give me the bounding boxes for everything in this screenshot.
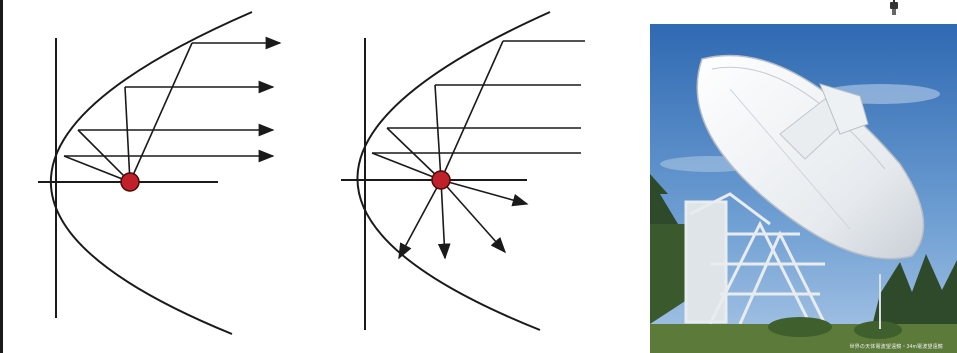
focus-point [121,173,139,191]
scatter-ray-2 [441,180,505,252]
parallel-rays [372,41,585,180]
parabola-curve [51,12,252,334]
ray-in-2 [125,87,130,182]
ray-in-3 [387,128,441,180]
plug-icon [887,0,901,18]
ray-in-4 [64,156,130,182]
ray-in-4 [372,153,441,180]
scattered-rays [399,180,527,258]
parabola-diagram-focus [30,0,300,353]
parabola-diagram-offfocus [335,0,625,353]
ray-in-1 [130,43,192,182]
shrub [854,321,902,339]
scatter-ray-3 [441,180,445,258]
scatter-ray-4 [399,180,441,258]
source-point [432,171,450,189]
radio-telescope-photo: 世界の天体電波望遠鏡・34m電波望遠鏡 [650,24,957,353]
photo-caption: 世界の天体電波望遠鏡・34m電波望遠鏡 [849,343,943,350]
ray-in-2 [435,85,441,180]
reflected-rays [64,43,280,182]
parabola-curve [357,12,550,330]
telescope-illustration [650,24,957,353]
ray-in-1 [441,41,503,180]
slide-left-border [0,0,3,353]
scatter-ray-1 [441,180,527,204]
shrub [768,317,832,337]
